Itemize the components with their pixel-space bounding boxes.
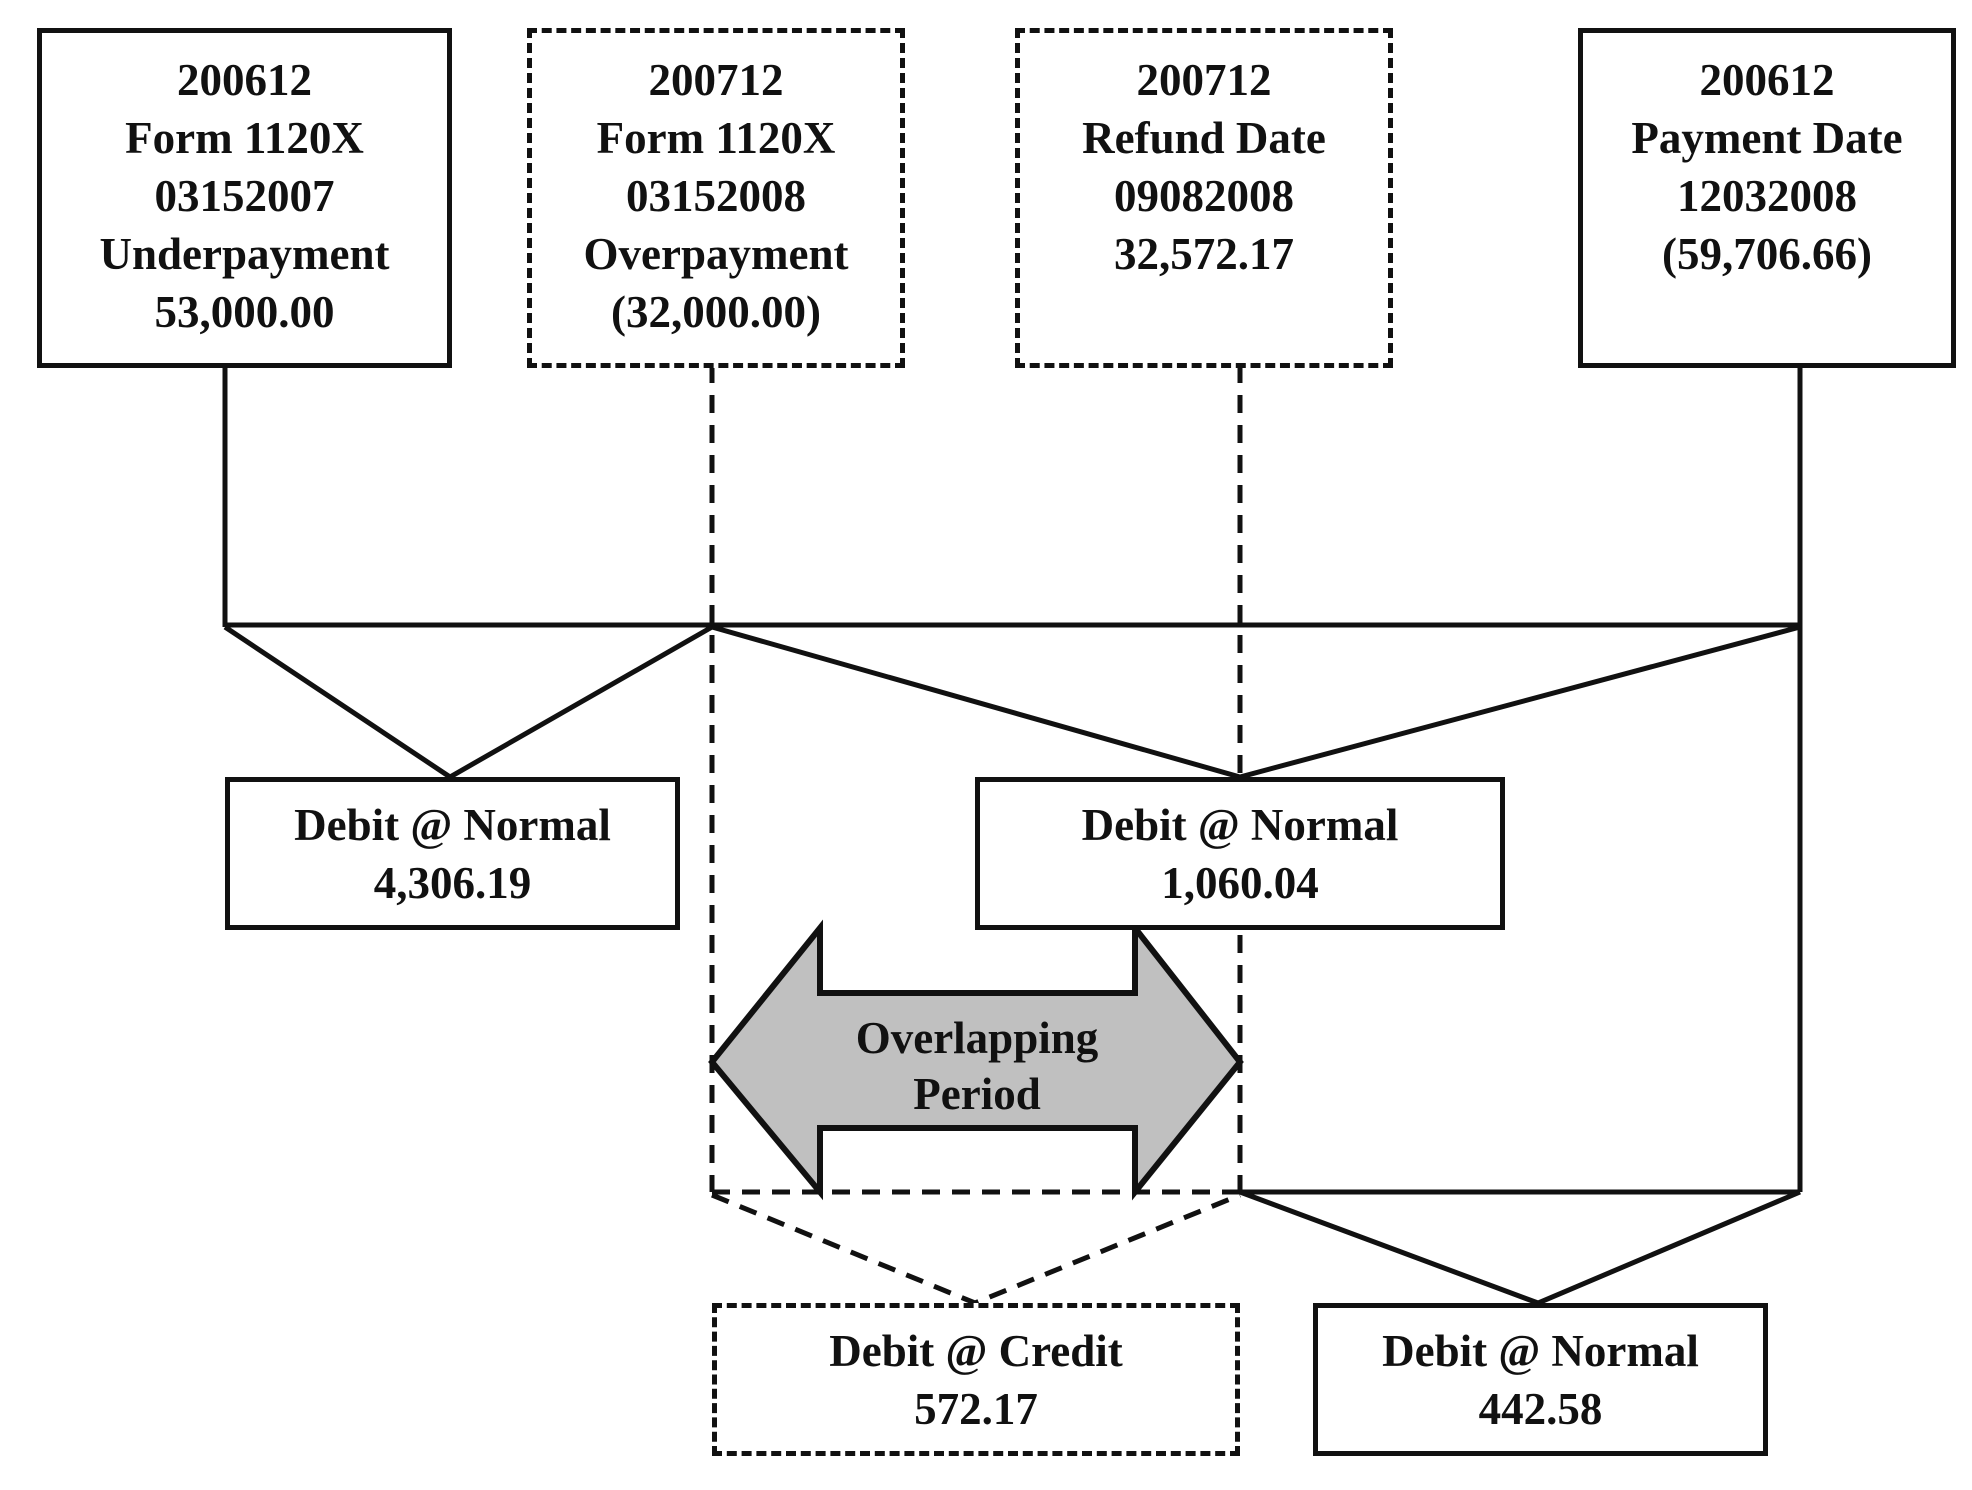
connector-v-4 (1239, 1189, 1801, 1306)
box-line: Debit @ Normal (1081, 799, 1399, 850)
box-line: 200712 (1136, 55, 1272, 105)
box-line: 442.58 (1478, 1383, 1603, 1434)
overlapping-period-label: Overlapping Period (827, 1010, 1127, 1122)
box-line: Overpayment (583, 229, 849, 279)
box-line: Refund Date (1082, 113, 1326, 163)
box-line: 1,060.04 (1161, 857, 1319, 908)
source-box-200712-refund-date: 200712 Refund Date 09082008 32,572.17 (1015, 28, 1393, 368)
box-line: (32,000.00) (611, 287, 821, 337)
box-line: Form 1120X (125, 113, 364, 163)
box-line: 572.17 (914, 1383, 1038, 1434)
box-line: 200612 (177, 55, 312, 105)
overlap-double-arrow (708, 919, 1244, 1201)
box-line: Debit @ Credit (829, 1325, 1123, 1376)
box-line: 03152007 (154, 171, 335, 221)
box-line: 4,306.19 (373, 857, 532, 908)
box-line: 32,572.17 (1114, 229, 1294, 279)
box-line: Debit @ Normal (294, 799, 611, 850)
connector-v-2 (711, 624, 1801, 780)
connector-v-3 (711, 1192, 1241, 1306)
box-line: Underpayment (99, 229, 390, 279)
box-line: Form 1120X (596, 113, 836, 163)
result-box-debit-normal-442: Debit @ Normal 442.58 (1313, 1303, 1768, 1456)
box-line: (59,706.66) (1662, 229, 1872, 279)
source-box-200712-form-1120x: 200712 Form 1120X 03152008 Overpayment (… (527, 28, 905, 368)
result-box-debit-normal-1060: Debit @ Normal 1,060.04 (975, 777, 1505, 930)
source-box-200612-form-1120x: 200612 Form 1120X 03152007 Underpayment … (37, 28, 452, 368)
arrow-label-line: Overlapping (855, 1013, 1099, 1063)
source-box-200612-payment-date: 200612 Payment Date 12032008 (59,706.66) (1578, 28, 1956, 368)
box-line: 03152008 (626, 171, 806, 221)
box-line: 200712 (648, 55, 784, 105)
box-line: 09082008 (1114, 171, 1294, 221)
connector-v-1 (223, 624, 714, 780)
box-line: 12032008 (1677, 171, 1857, 221)
arrow-label-line: Period (913, 1069, 1041, 1119)
box-line: Debit @ Normal (1382, 1325, 1699, 1376)
box-line: 53,000.00 (154, 287, 335, 337)
result-box-debit-credit-572: Debit @ Credit 572.17 (712, 1303, 1240, 1456)
result-box-debit-normal-4306: Debit @ Normal 4,306.19 (225, 777, 680, 930)
box-line: Payment Date (1631, 113, 1903, 163)
box-line: 200612 (1699, 55, 1835, 105)
